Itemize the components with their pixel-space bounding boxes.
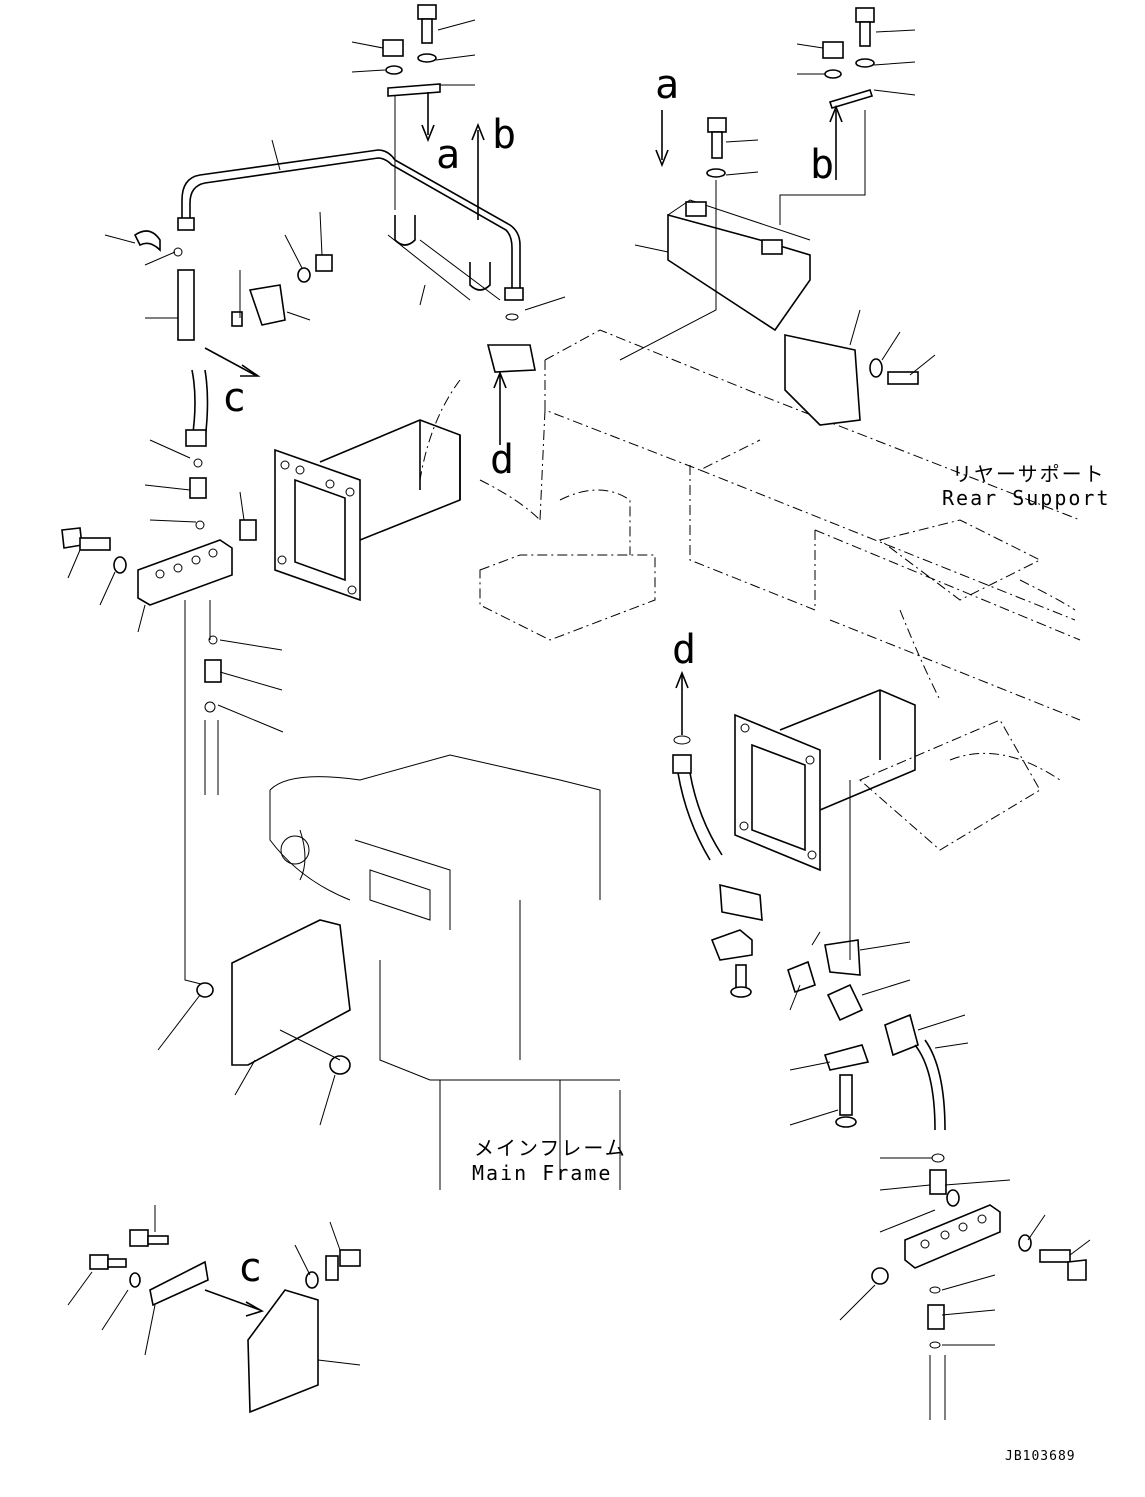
top-right-bracket — [619, 110, 919, 426]
left-manifold — [61, 519, 257, 986]
label-a-right: a — [655, 62, 680, 108]
direction-arrows — [204, 92, 843, 1317]
main-frame — [269, 754, 621, 1190]
label-d-lower: d — [672, 627, 697, 673]
leader-lines — [67, 19, 1091, 1366]
label-c-bottom: c — [238, 1245, 263, 1291]
label-d-upper: d — [490, 437, 515, 483]
right-hose-assembly — [672, 735, 946, 1131]
right-flange-tube — [734, 689, 916, 872]
left-guard — [196, 919, 351, 1075]
label-c-left: c — [222, 375, 247, 421]
left-hose-assembly — [133, 230, 536, 530]
rear-support-frame — [419, 329, 1081, 851]
left-flange-tube — [274, 419, 461, 602]
label-b-right: b — [810, 142, 835, 188]
rear-support-caption-en: Rear Support — [942, 486, 1111, 510]
rear-support-caption-jp: リヤーサポート — [952, 462, 1106, 486]
drawing-id: JB103689 — [1005, 1449, 1076, 1464]
right-manifold — [871, 1153, 1087, 1420]
label-b-top: b — [492, 112, 517, 158]
bottom-left-guard — [89, 1229, 361, 1414]
top-bolt-stack — [382, 4, 441, 210]
main-frame-caption-en: Main Frame — [472, 1161, 613, 1185]
main-frame-caption-jp: メインフレーム — [474, 1136, 627, 1160]
rigid-pipe — [177, 149, 524, 301]
right-bolt-stack — [706, 7, 875, 178]
label-a-top: a — [436, 132, 461, 178]
